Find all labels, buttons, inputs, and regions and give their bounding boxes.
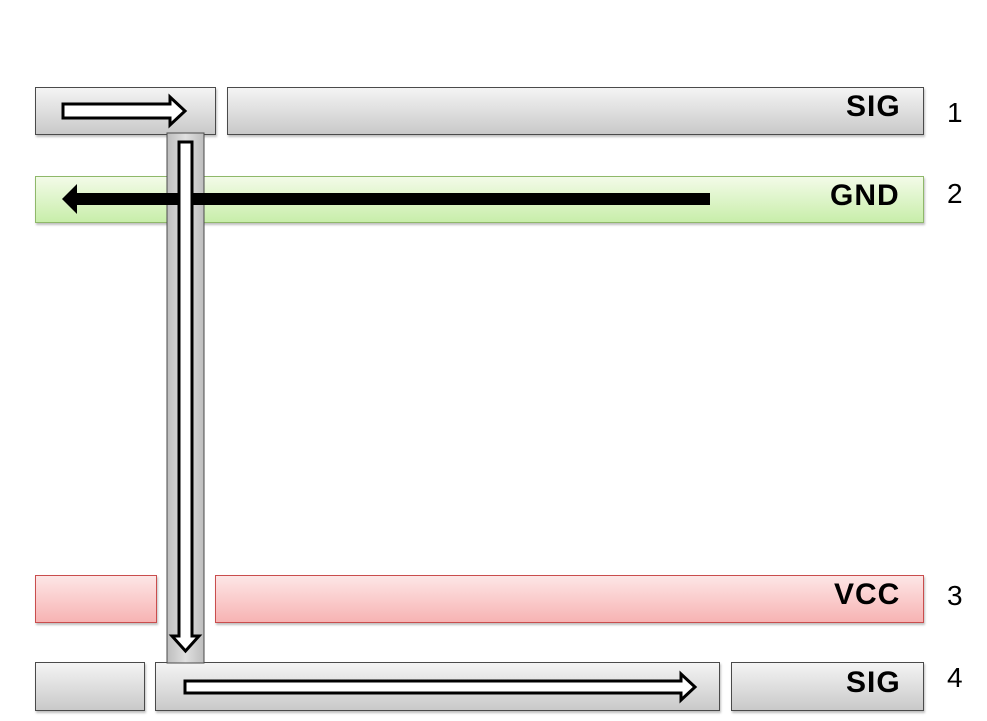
signal-arrow-layer-4 (183, 670, 698, 704)
signal-arrow-via (168, 140, 203, 654)
layer-4-number: 4 (947, 662, 963, 693)
layer-1-number: 1 (947, 97, 963, 128)
signal-arrow-layer-1 (61, 93, 188, 129)
layer-3-net-label: VCC (834, 578, 901, 611)
layer-3-plane-left (35, 575, 157, 623)
layer-2-net-label: GND (830, 179, 900, 212)
layer-1-net-label: SIG (846, 90, 901, 123)
layer-4-net-label: SIG (846, 666, 901, 699)
layer-2-number: 2 (947, 178, 963, 209)
layer-4-trace-left (35, 662, 145, 711)
layer-4-plane-sig (731, 662, 924, 711)
layer-1-plane-sig (227, 87, 924, 135)
layer-3-plane-vcc (215, 575, 924, 623)
layer-3-number: 3 (947, 580, 963, 611)
return-current-arrow (62, 184, 710, 214)
